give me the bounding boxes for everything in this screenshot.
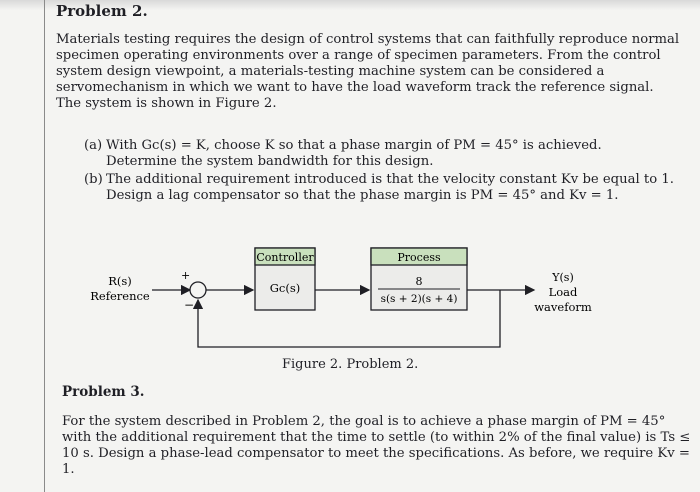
- part-b-label: (b): [84, 172, 103, 187]
- minus-sign: −: [184, 298, 194, 312]
- problem2-heading: Problem 2.: [56, 2, 148, 20]
- figure-caption: Figure 2. Problem 2.: [282, 357, 419, 372]
- paragraph-line: The system is shown in Figure 2.: [56, 96, 277, 111]
- controller-transfer-function: Gc(s): [270, 281, 301, 295]
- process-header: [370, 247, 468, 266]
- controller-block: Controller Gc(s): [254, 247, 316, 311]
- problem3-line: 1.: [62, 462, 75, 477]
- input-symbol: R(s): [108, 274, 132, 288]
- paragraph-line: Materials testing requires the design of…: [56, 32, 680, 47]
- problem3-line: For the system described in Problem 2, t…: [62, 414, 666, 429]
- controller-header: [254, 247, 316, 266]
- plus-sign: +: [181, 269, 190, 282]
- part-a-label: (a): [84, 138, 103, 153]
- process-numerator: 8: [416, 275, 423, 288]
- page-margin-line: [44, 0, 45, 492]
- output-label-load: Load: [549, 285, 578, 299]
- top-shade: [0, 0, 700, 10]
- output-symbol: Y(s): [551, 271, 574, 284]
- problem3-line: with the additional requirement that the…: [62, 430, 691, 445]
- paragraph-line: specimen operating environments over a r…: [56, 48, 661, 63]
- summing-junction: [189, 281, 207, 299]
- paragraph-line: servomechanism in which we want to have …: [56, 80, 654, 95]
- output-label-waveform: waveform: [534, 300, 592, 314]
- problem3-heading: Problem 3.: [62, 384, 145, 400]
- part-a-line2: Determine the system bandwidth for this …: [106, 154, 434, 169]
- part-a-line1: With Gc(s) = K, choose K so that a phase…: [106, 138, 602, 153]
- feedback-path: [192, 290, 501, 348]
- process-title: Process: [397, 251, 441, 264]
- controller-title: Controller: [256, 251, 314, 264]
- problem3-line: 10 s. Design a phase-lead compensator to…: [62, 446, 690, 461]
- process-block: Process 8 s(s + 2)(s + 4): [370, 247, 468, 311]
- input-label: Reference: [90, 289, 150, 303]
- part-b-line1: The additional requirement introduced is…: [106, 172, 674, 187]
- part-b-line2: Design a lag compensator so that the pha…: [106, 188, 619, 203]
- paragraph-line: system design viewpoint, a materials-tes…: [56, 64, 605, 79]
- process-denominator: s(s + 2)(s + 4): [381, 293, 458, 305]
